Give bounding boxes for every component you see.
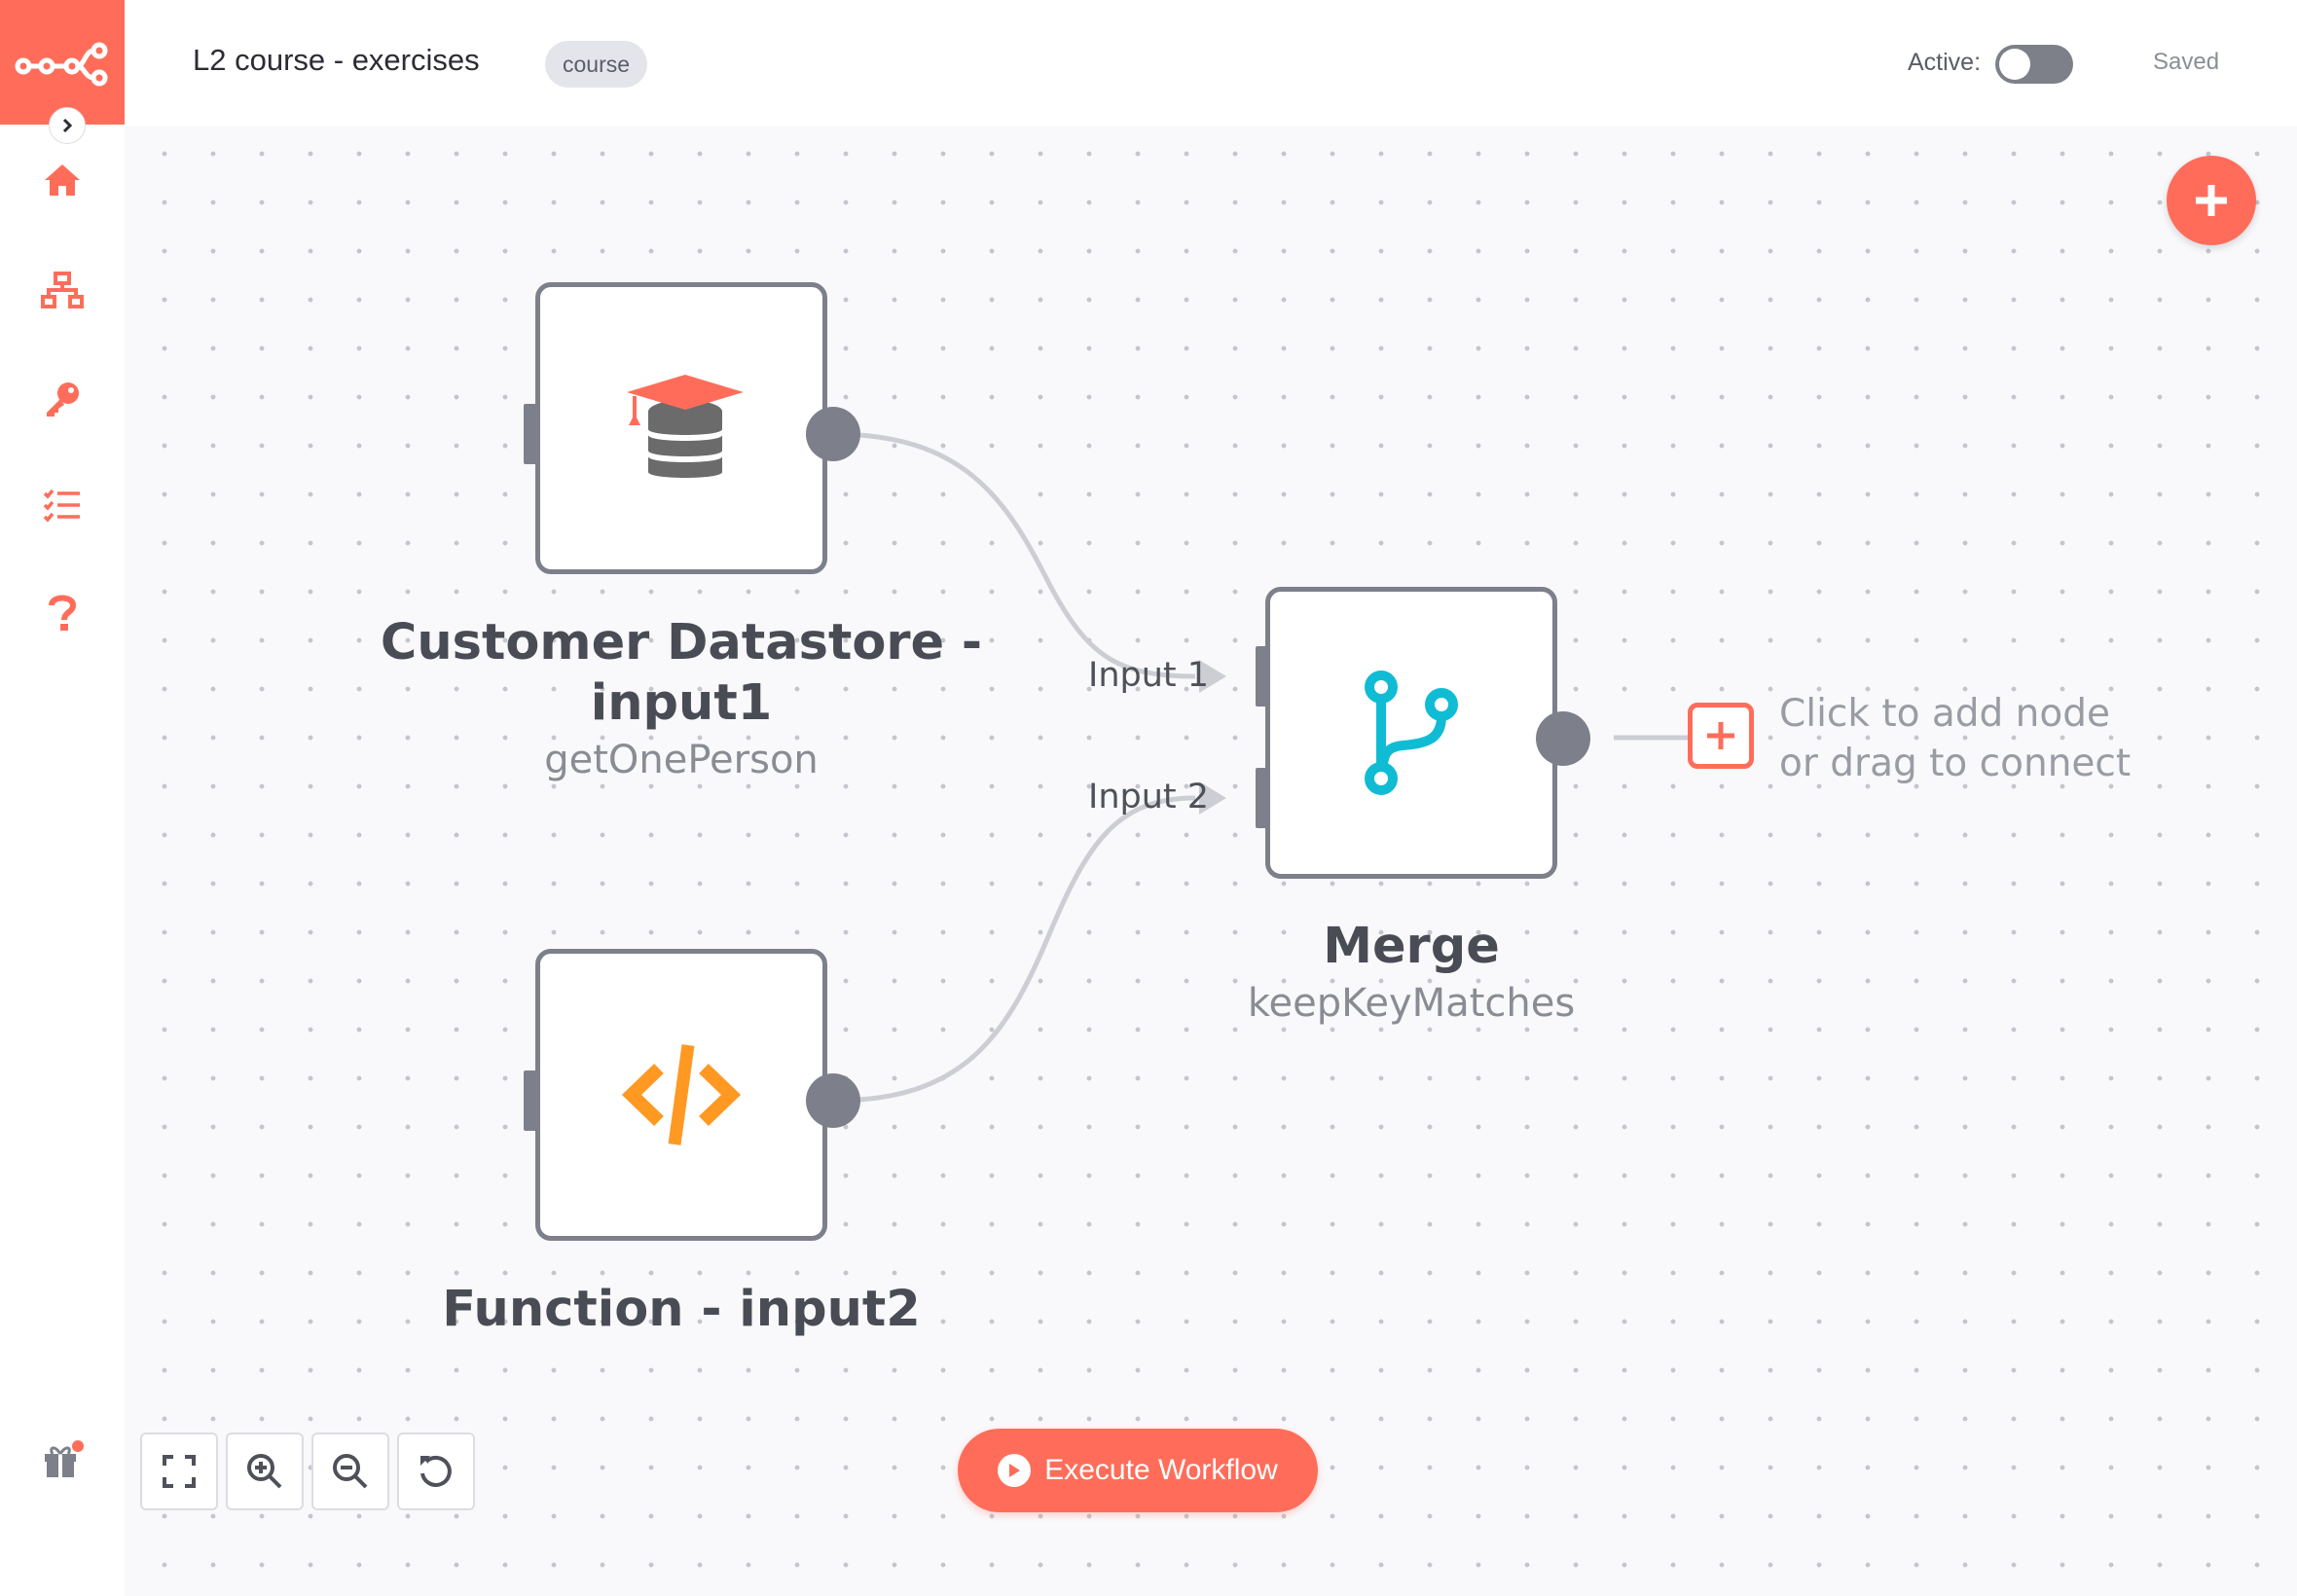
workflows-icon xyxy=(41,272,84,308)
connection-function-merge xyxy=(832,795,1196,1104)
home-icon xyxy=(45,164,80,196)
zoom-in-icon xyxy=(247,1454,282,1489)
sidebar-item-home[interactable] xyxy=(33,151,91,209)
tag-badge[interactable]: course xyxy=(545,41,648,88)
input1-arrow xyxy=(1199,660,1226,693)
datastore-subtitle: getOnePerson xyxy=(544,738,819,782)
merge-title: Merge xyxy=(1323,918,1500,975)
workflow-canvas[interactable]: Customer Datastore - input1 getOnePerson… xyxy=(125,127,2297,1596)
reset-zoom-button[interactable] xyxy=(397,1433,475,1510)
datastore-output-port[interactable] xyxy=(806,407,860,461)
sidebar-item-whats-new[interactable] xyxy=(33,1431,91,1489)
active-label: Active: xyxy=(1908,49,1982,76)
sidebar-item-executions[interactable] xyxy=(33,477,91,535)
datastore-title-line2: input1 xyxy=(590,674,773,732)
graduation-database-icon xyxy=(627,375,744,478)
node-merge[interactable] xyxy=(1265,587,1557,879)
input2-label: Input 2 xyxy=(1088,778,1210,816)
input2-arrow xyxy=(1199,781,1226,815)
executions-list-icon xyxy=(43,489,80,523)
function-output-port[interactable] xyxy=(806,1073,860,1128)
active-toggle[interactable] xyxy=(1995,45,2073,84)
sidebar-item-credentials[interactable] xyxy=(33,370,91,428)
saved-status: Saved xyxy=(2153,49,2220,75)
plus-icon xyxy=(2196,185,2227,216)
execute-workflow-label: Execute Workflow xyxy=(1044,1454,1278,1486)
add-node-fab[interactable] xyxy=(2167,156,2256,245)
workflow-name[interactable]: L2 course - exercises xyxy=(193,43,480,77)
play-icon xyxy=(998,1454,1032,1487)
datastore-title-line1: Customer Datastore - xyxy=(380,614,983,671)
merge-subtitle: keepKeyMatches xyxy=(1247,981,1576,1026)
execute-workflow-button[interactable]: Execute Workflow xyxy=(958,1429,1318,1512)
merge-output-port[interactable] xyxy=(1536,711,1590,766)
connections-layer xyxy=(832,431,1688,1104)
input1-label: Input 1 xyxy=(1088,656,1210,695)
node-customer-datastore[interactable] xyxy=(535,282,827,574)
header: L2 course - exercises course Active: Sav… xyxy=(0,0,2297,144)
zoom-out-icon xyxy=(333,1454,368,1489)
function-title: Function - input2 xyxy=(442,1281,921,1338)
help-icon xyxy=(49,595,77,631)
zoom-in-button[interactable] xyxy=(226,1433,304,1510)
add-node-hint: Click to add node or drag to connect xyxy=(1779,689,2131,788)
zoom-out-button[interactable] xyxy=(311,1433,389,1510)
code-icon xyxy=(621,1044,742,1145)
fit-view-icon xyxy=(163,1455,196,1488)
add-node-hint-line1: Click to add node xyxy=(1779,692,2111,736)
key-icon xyxy=(47,382,79,417)
gift-icon xyxy=(45,1440,84,1477)
add-node-hint-line2: or drag to connect xyxy=(1779,742,2132,785)
sidebar-item-workflows[interactable] xyxy=(33,261,91,319)
logo-icon xyxy=(15,42,108,87)
sidebar-item-help[interactable] xyxy=(33,584,91,642)
merge-branch-icon xyxy=(1365,671,1458,795)
plus-icon xyxy=(1707,722,1734,749)
add-node-endpoint[interactable] xyxy=(1688,703,1754,769)
connection-datastore-merge xyxy=(832,431,1196,679)
n8n-logo[interactable] xyxy=(0,0,125,125)
toggle-knob xyxy=(1999,49,2030,80)
expand-sidebar-button[interactable] xyxy=(49,107,86,144)
chevron-right-icon xyxy=(62,118,73,133)
fit-view-button[interactable] xyxy=(140,1433,218,1510)
sidebar xyxy=(0,127,125,1596)
reset-zoom-icon xyxy=(420,1455,452,1487)
node-function[interactable] xyxy=(535,949,827,1241)
